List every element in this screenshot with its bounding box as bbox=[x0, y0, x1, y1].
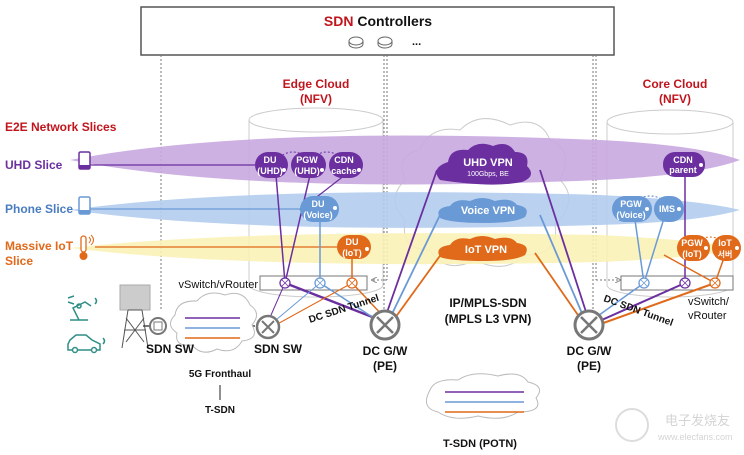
vswitch-port-icon bbox=[679, 277, 691, 289]
phone-icon-voice bbox=[78, 196, 91, 215]
svg-text:Voice VPN: Voice VPN bbox=[461, 205, 515, 217]
svg-text:(Voice): (Voice) bbox=[303, 210, 332, 220]
svg-text:IoT: IoT bbox=[718, 238, 732, 248]
svg-text:电子发烧友: 电子发烧友 bbox=[665, 413, 730, 428]
svg-text:DU: DU bbox=[346, 237, 359, 247]
uhd-slice-label: UHD Slice bbox=[5, 158, 63, 172]
svg-text:CDN: CDN bbox=[673, 155, 693, 165]
dc-gateway-router-icon bbox=[573, 309, 605, 341]
nf-du-uhd: DU (UHD) bbox=[255, 152, 288, 178]
vswitch-core-label-2: vRouter bbox=[688, 310, 727, 322]
phone-icon-uhd bbox=[78, 151, 91, 170]
vswitch-core-label-1: vSwitch/ bbox=[688, 296, 730, 308]
nf-pgw-iot: PGW (IoT) bbox=[677, 235, 710, 261]
mpls-label-2: (MPLS L3 VPN) bbox=[445, 312, 532, 326]
nf-pgw-voice: PGW (Voice) bbox=[612, 196, 652, 222]
sdn-sw-label-2: SDN SW bbox=[254, 342, 303, 356]
cell-tower-icon bbox=[119, 284, 151, 349]
car-icon bbox=[67, 334, 106, 354]
tunnel-core-label: DC SDN Tunnel bbox=[602, 293, 675, 328]
robot-arm-icon bbox=[67, 295, 98, 321]
core-cloud-title: Core Cloud bbox=[643, 77, 708, 91]
svg-text:cache: cache bbox=[331, 166, 357, 176]
nf-cdn-cache: CDN cache bbox=[329, 152, 363, 178]
svg-text:DU: DU bbox=[264, 155, 277, 165]
watermark: 电子发烧友 www.elecfans.com bbox=[615, 408, 733, 442]
vswitch-port-icon bbox=[709, 277, 721, 289]
sdn-switch-icon bbox=[149, 317, 167, 335]
phone-slice-label: Phone Slice bbox=[5, 202, 73, 216]
potn-cloud bbox=[425, 373, 541, 419]
uhd-vpn-cloud: UHD VPN 100Gbps, BE bbox=[436, 143, 531, 185]
svg-text:IMS: IMS bbox=[659, 204, 675, 214]
svg-text:DU: DU bbox=[312, 199, 325, 209]
nf-du-iot: DU (IoT) bbox=[337, 235, 371, 259]
svg-text:PGW: PGW bbox=[620, 199, 642, 209]
controller-ellipsis: ... bbox=[412, 36, 421, 48]
svg-text:CDN: CDN bbox=[334, 155, 354, 165]
iot-slice-band bbox=[70, 233, 740, 265]
nf-ims: IMS bbox=[654, 196, 684, 222]
svg-text:SDN Controllers: SDN Controllers bbox=[324, 13, 432, 29]
dc-gw-label-1b: (PE) bbox=[373, 359, 397, 373]
vswitch-port-icon bbox=[346, 277, 358, 289]
svg-text:PGW: PGW bbox=[296, 155, 318, 165]
svg-text:(Voice): (Voice) bbox=[616, 210, 645, 220]
thermometer-icon bbox=[79, 234, 94, 260]
dc-gateway-router-icon bbox=[369, 309, 401, 341]
mpls-label-1: IP/MPLS-SDN bbox=[449, 296, 526, 310]
database-icon bbox=[348, 36, 364, 49]
svg-text:UHD VPN: UHD VPN bbox=[463, 157, 513, 169]
potn-label: T-SDN (POTN) bbox=[443, 438, 517, 450]
phone-slice-band bbox=[70, 192, 740, 228]
edge-cloud-subtitle: (NFV) bbox=[300, 92, 332, 106]
nf-iot-server: IoT 서버 bbox=[712, 235, 741, 261]
nf-cdn-parent: CDN parent bbox=[663, 152, 705, 177]
svg-text:서버: 서버 bbox=[718, 249, 733, 259]
fronthaul-cloud bbox=[170, 292, 257, 353]
dc-gw-label-1: DC G/W bbox=[363, 344, 408, 358]
edge-cloud-cylinder bbox=[248, 107, 384, 298]
svg-text:parent: parent bbox=[669, 165, 697, 175]
core-cloud-subtitle: (NFV) bbox=[659, 92, 691, 106]
tunnel-edge-label: DC SDN Tunnel bbox=[308, 293, 381, 326]
edge-cloud-title: Edge Cloud bbox=[283, 77, 350, 91]
sdn-sw-label-1: SDN SW bbox=[146, 342, 195, 356]
vswitch-port-icon bbox=[279, 277, 291, 289]
slices-heading: E2E Network Slices bbox=[5, 120, 117, 134]
svg-text:www.elecfans.com: www.elecfans.com bbox=[657, 432, 733, 442]
nf-du-voice: DU (Voice) bbox=[300, 196, 339, 222]
vswitch-edge-label: vSwitch/vRouter bbox=[179, 279, 259, 291]
iot-slice-label-1: Massive IoT bbox=[5, 239, 74, 253]
svg-text:(UHD): (UHD) bbox=[294, 166, 320, 176]
svg-text:PGW: PGW bbox=[681, 238, 703, 248]
controller-title-accent: SDN bbox=[324, 13, 354, 29]
sdn-switch-router-icon bbox=[255, 314, 281, 340]
database-icon bbox=[377, 36, 393, 49]
svg-text:(IoT): (IoT) bbox=[342, 248, 362, 258]
controller-title-rest: Controllers bbox=[353, 13, 432, 29]
nf-pgw-uhd: PGW (UHD) bbox=[291, 152, 326, 178]
svg-text:(UHD): (UHD) bbox=[257, 166, 283, 176]
sdn-controller-box: SDN Controllers ... bbox=[140, 6, 615, 56]
svg-text:IoT VPN: IoT VPN bbox=[465, 244, 507, 256]
vswitch-port-icon bbox=[314, 277, 326, 289]
iot-slice-label-2: Slice bbox=[5, 254, 33, 268]
uhd-slice-band bbox=[70, 135, 740, 185]
tsdn-label: T-SDN bbox=[205, 405, 235, 416]
voice-vpn-cloud: Voice VPN bbox=[438, 198, 527, 223]
dc-gw-label-2b: (PE) bbox=[577, 359, 601, 373]
dc-gw-label-2: DC G/W bbox=[567, 344, 612, 358]
vswitch-port-icon bbox=[638, 277, 650, 289]
fronthaul-label: 5G Fronthaul bbox=[189, 369, 251, 380]
iot-vpn-cloud: IoT VPN bbox=[438, 236, 527, 261]
svg-text:100Gbps, BE: 100Gbps, BE bbox=[467, 171, 509, 178]
svg-text:(IoT): (IoT) bbox=[682, 249, 702, 259]
